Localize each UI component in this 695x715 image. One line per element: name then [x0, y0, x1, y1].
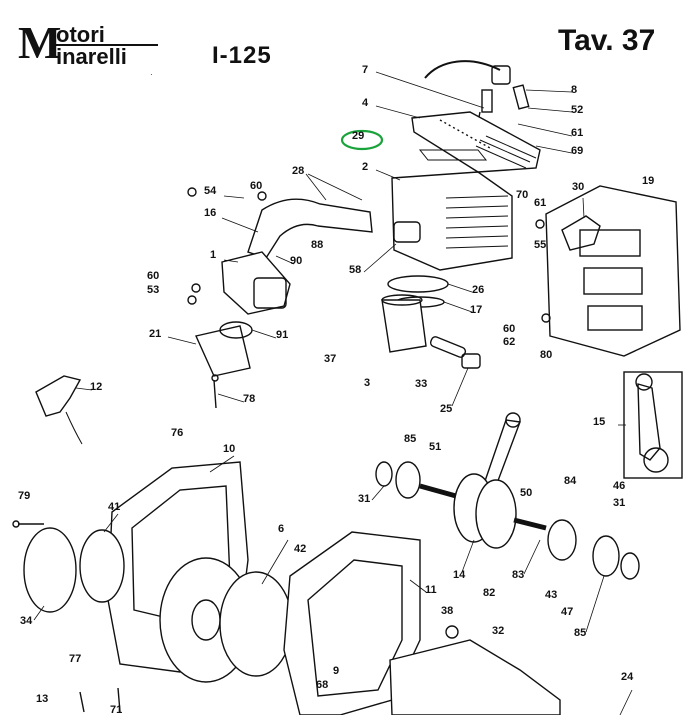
- part-label-47: 47: [561, 606, 574, 618]
- part-label-9: 9: [333, 665, 340, 677]
- part-label-7: 7: [362, 64, 369, 76]
- brand-line-2: inarelli: [56, 44, 127, 69]
- part-label-13: 13: [36, 693, 49, 705]
- part-label-38: 38: [441, 605, 454, 617]
- highlight-ring: [340, 129, 384, 151]
- brand-logo: M otori inarelli: [18, 20, 158, 70]
- part-label-12: 12: [90, 381, 103, 393]
- part-label-10: 10: [223, 443, 236, 455]
- part-label-31: 31: [358, 493, 371, 505]
- part-label-85: 85: [574, 627, 587, 639]
- part-label-15: 15: [593, 416, 606, 428]
- part-label-43: 43: [545, 589, 558, 601]
- part-label-37: 37: [324, 353, 337, 365]
- part-label-77: 77: [69, 653, 82, 665]
- part-label-78: 78: [243, 393, 256, 405]
- part-label-32: 32: [492, 625, 505, 637]
- part-label-69: 69: [571, 145, 584, 157]
- part-label-52: 52: [571, 104, 584, 116]
- part-label-30: 30: [572, 181, 585, 193]
- part-label-79: 79: [18, 490, 31, 502]
- part-label-60: 60: [147, 270, 160, 282]
- part-label-54: 54: [204, 185, 217, 197]
- part-label-25: 25: [440, 403, 453, 415]
- part-label-83: 83: [512, 569, 525, 581]
- part-label-21: 21: [149, 328, 162, 340]
- part-label-26: 26: [472, 284, 485, 296]
- part-label-90: 90: [290, 255, 303, 267]
- part-label-76: 76: [171, 427, 184, 439]
- part-label-33: 33: [415, 378, 428, 390]
- part-label-6: 6: [278, 523, 285, 535]
- part-label-34: 34: [20, 615, 33, 627]
- part-label-16: 16: [204, 207, 217, 219]
- part-label-42: 42: [294, 543, 307, 555]
- part-label-51: 51: [429, 441, 442, 453]
- part-label-58: 58: [349, 264, 362, 276]
- model-label: I-125: [212, 42, 272, 69]
- part-label-14: 14: [453, 569, 466, 581]
- part-label-61: 61: [534, 197, 547, 209]
- part-label-84: 84: [564, 475, 577, 487]
- part-label-91: 91: [276, 329, 289, 341]
- part-label-28: 28: [292, 165, 305, 177]
- part-label-2: 2: [362, 161, 369, 173]
- part-label-61: 61: [571, 127, 584, 139]
- part-label-41: 41: [108, 501, 121, 513]
- part-label-3: 3: [364, 377, 371, 389]
- brand-rule: [54, 44, 158, 46]
- brand-initial: M: [18, 17, 61, 68]
- part-label-31: 31: [613, 497, 626, 509]
- part-label-68: 68: [316, 679, 329, 691]
- part-label-29: 29: [352, 130, 365, 142]
- part-label-55: 55: [534, 239, 547, 251]
- part-label-85: 85: [404, 433, 417, 445]
- part-label-8: 8: [571, 84, 578, 96]
- plate-number: Tav. 37: [558, 24, 656, 57]
- part-label-60: 60: [250, 180, 263, 192]
- part-label-24: 24: [621, 671, 634, 683]
- logo-mark: ·: [150, 70, 153, 79]
- part-label-60: 60: [503, 323, 516, 335]
- part-label-62: 62: [503, 336, 516, 348]
- part-label-17: 17: [470, 304, 483, 316]
- part-label-88: 88: [311, 239, 324, 251]
- part-label-46: 46: [613, 480, 626, 492]
- part-label-82: 82: [483, 587, 496, 599]
- part-label-50: 50: [520, 487, 533, 499]
- part-label-70: 70: [516, 189, 529, 201]
- part-label-80: 80: [540, 349, 553, 361]
- part-label-11: 11: [425, 584, 437, 596]
- brand-line-1: otori: [56, 22, 105, 47]
- part-label-19: 19: [642, 175, 655, 187]
- part-label-71: 71: [110, 704, 123, 715]
- part-label-4: 4: [362, 97, 369, 109]
- part-label-53: 53: [147, 284, 160, 296]
- part-label-1: 1: [210, 249, 217, 261]
